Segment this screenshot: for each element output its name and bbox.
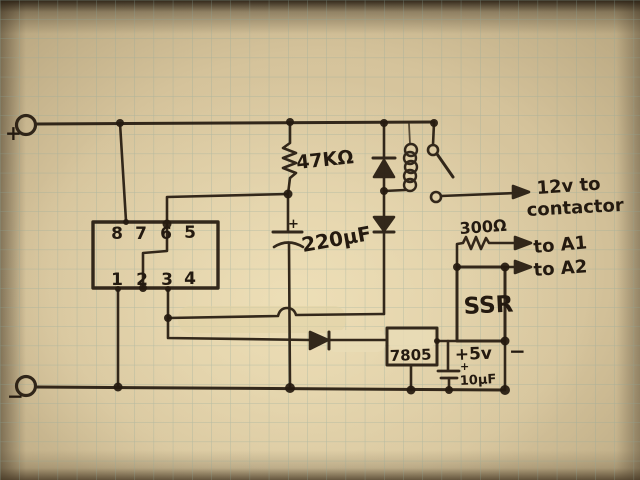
rail-5v-label: +5v [454,344,492,365]
wire-pin6-to-rc [165,192,290,225]
ic-pin-1: 1 [111,270,123,290]
wire-coil-top [408,123,411,145]
arrow-a2 [513,259,533,275]
to-a1-label: to A1 [533,232,588,258]
regulator-7805-label: 7805 [390,346,432,365]
wire-pin3-to-diode [166,316,312,342]
wire-top-bus [34,120,436,126]
switch-pivot [426,143,440,157]
contactor-label-line1: 12v to [536,174,601,199]
to-a2-label: to A2 [533,256,588,281]
cap-220uf-plate-neg [272,241,305,249]
ic-pin-8: 8 [111,224,123,244]
handwritten-labels: + − 8 7 6 5 1 2 3 4 47KΩ + 220μF 12v to … [5,121,624,408]
cap-10uf-polarity: + [460,360,469,373]
arrow-contactor [511,184,531,200]
minus-terminal-label: − [7,384,24,408]
wire-contact-out [439,191,519,198]
ic-555-box [91,220,220,290]
junction-dots [113,118,510,395]
ic-pin-6: 6 [160,224,172,244]
ic-pin-3: 3 [161,270,173,290]
ic-pin-7: 7 [135,224,147,244]
input-diode-triangle [308,330,330,351]
ssr-minus-label: − [509,339,526,363]
wire-ic-internal-tie [141,223,169,289]
ic-pin-5: 5 [184,223,196,243]
relay-coil [402,142,419,193]
resistor-300ohm [455,235,519,269]
ssr-box [455,265,507,343]
ic-pin-2: 2 [136,270,148,290]
cap-10uf-label: 10μF [459,372,496,389]
resistor-300ohm-label: 300Ω [459,216,508,238]
series-diode-triangle [372,215,396,233]
arrow-a1 [513,235,533,251]
wire-cap-to-ground [287,242,292,390]
resistor-47k [281,121,298,196]
cap-220uf-polarity: + [288,217,299,232]
contactor-label-line2: contactor [526,195,624,221]
ssr-label: SSR [463,291,514,320]
switch-lever [435,152,455,179]
wire-bus-to-pin8 [118,121,128,223]
ic-pin-4: 4 [184,269,196,289]
wire-pin3-to-relay [166,306,385,320]
plus-terminal-label: + [5,121,22,145]
whiteout-patches [178,306,434,352]
